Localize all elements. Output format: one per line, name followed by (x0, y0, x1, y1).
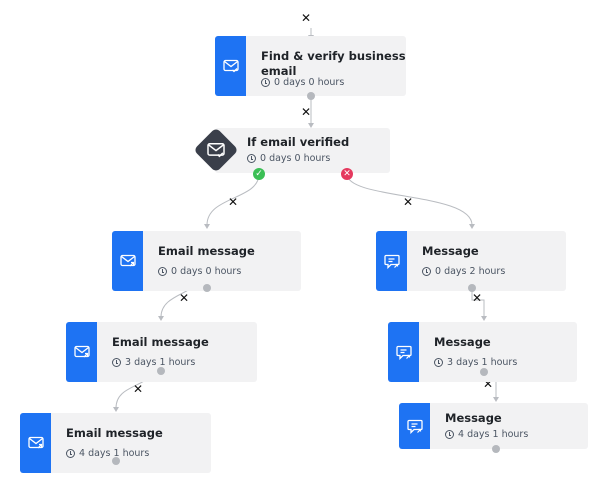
step-email-message[interactable]: Email message 3 days 1 hours (66, 322, 257, 382)
chat-send-icon (376, 231, 407, 291)
remove-step-button[interactable]: ✕ (228, 195, 239, 209)
clock-icon (158, 267, 167, 276)
step-message[interactable]: Message 0 days 2 hours (376, 231, 566, 291)
step-title: Email message (112, 335, 209, 349)
step-delay: 3 days 1 hours (112, 357, 195, 368)
connector-handle[interactable] (307, 92, 315, 100)
connector-handle[interactable] (112, 457, 120, 465)
step-title: Email message (158, 244, 255, 258)
step-title: Message (434, 335, 491, 349)
remove-step-button[interactable]: ✕ (472, 291, 483, 305)
clock-icon (445, 430, 454, 439)
envelope-send-icon (112, 231, 143, 291)
clock-icon (112, 358, 121, 367)
step-title: Find & verify business email (261, 49, 406, 78)
chat-send-icon (399, 403, 430, 449)
step-delay: 4 days 1 hours (66, 448, 149, 459)
step-message[interactable]: Message 3 days 1 hours (388, 322, 577, 382)
envelope-send-icon (20, 413, 51, 473)
clock-icon (261, 78, 270, 87)
envelope-check-icon (215, 36, 246, 96)
remove-step-button[interactable]: ✕ (403, 195, 414, 209)
clock-icon (434, 358, 443, 367)
connector-handle[interactable] (468, 284, 476, 292)
condition-if-email-verified[interactable]: If email verified 0 days 0 hours (215, 128, 390, 173)
step-find-verify-email[interactable]: Find & verify business email 0 days 0 ho… (215, 36, 406, 96)
remove-step-button[interactable]: ✕ (301, 105, 312, 119)
step-delay: 3 days 1 hours (434, 357, 517, 368)
clock-icon (247, 154, 256, 163)
step-message[interactable]: Message 4 days 1 hours (399, 403, 588, 449)
step-delay: 0 days 2 hours (422, 266, 505, 277)
remove-step-button[interactable]: ✕ (179, 291, 190, 305)
step-delay: 4 days 1 hours (445, 429, 528, 440)
branch-no-badge[interactable]: ✕ (341, 168, 353, 180)
branch-yes-badge[interactable]: ✓ (253, 168, 265, 180)
connector-handle[interactable] (480, 368, 488, 376)
step-delay: 0 days 0 hours (158, 266, 241, 277)
step-email-message[interactable]: Email message 0 days 0 hours (112, 231, 301, 291)
remove-step-button[interactable]: ✕ (133, 382, 144, 396)
condition-delay: 0 days 0 hours (247, 153, 330, 164)
chat-send-icon (388, 322, 419, 382)
connector-handle[interactable] (157, 367, 165, 375)
envelope-send-icon (66, 322, 97, 382)
connector-handle[interactable] (203, 284, 211, 292)
clock-icon (66, 449, 75, 458)
step-title: Email message (66, 426, 163, 440)
clock-icon (422, 267, 431, 276)
step-delay: 0 days 0 hours (261, 77, 344, 88)
connector-handle[interactable] (492, 445, 500, 453)
remove-step-button[interactable]: ✕ (301, 11, 312, 25)
step-title: Message (445, 411, 502, 425)
condition-diamond[interactable] (192, 126, 240, 174)
envelope-check-icon (207, 142, 225, 158)
remove-step-button[interactable]: ✕ (483, 377, 494, 391)
condition-title: If email verified (247, 135, 350, 149)
step-title: Message (422, 244, 479, 258)
